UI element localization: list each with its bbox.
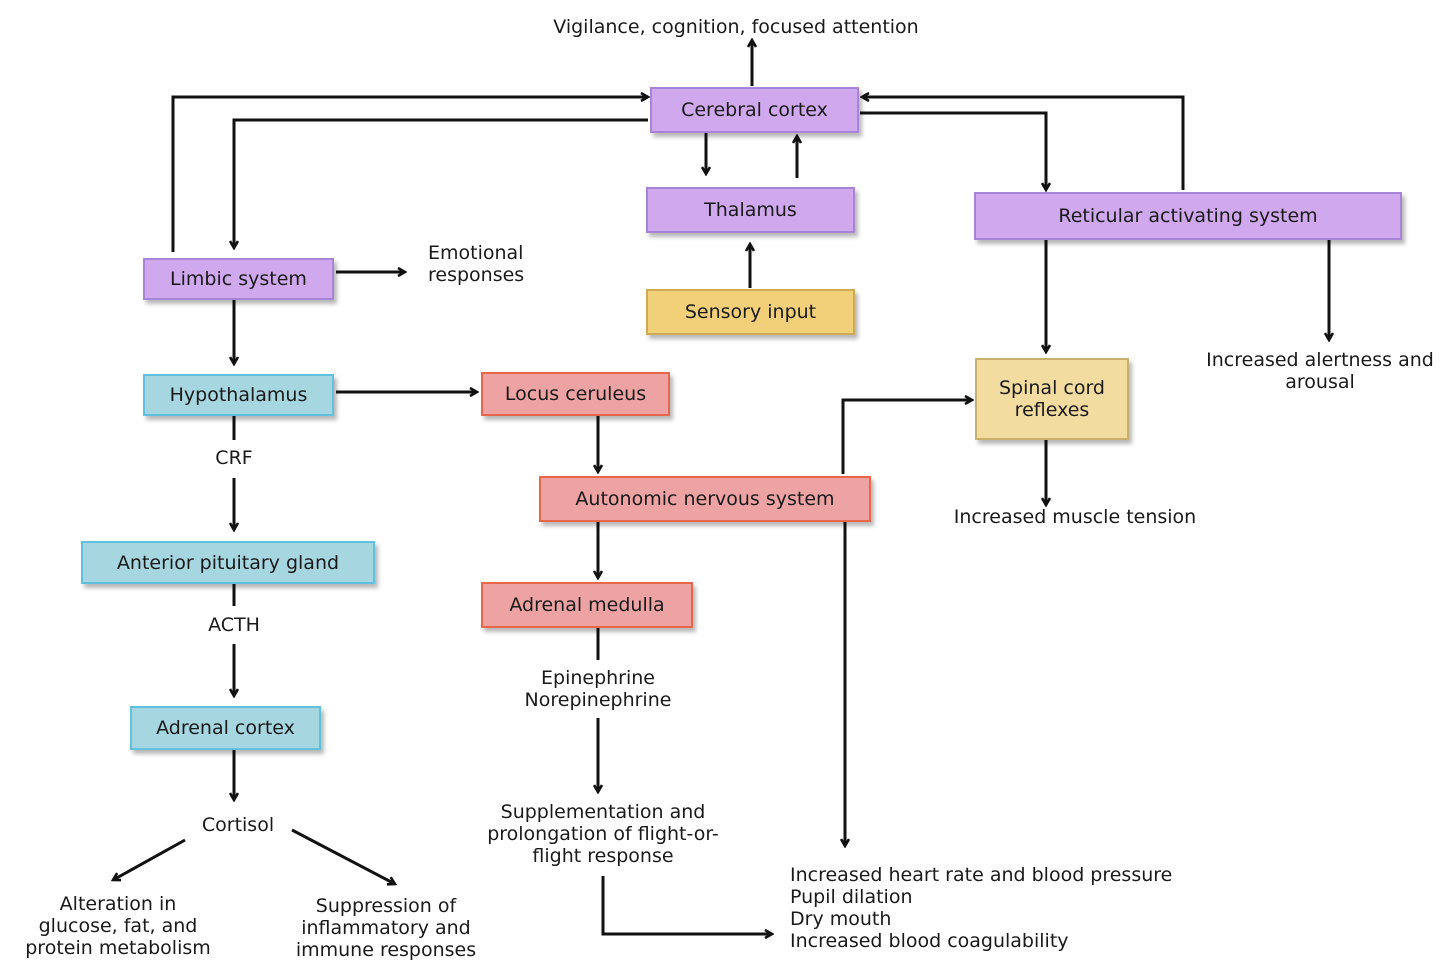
limbic-system-box: Limbic system <box>143 258 334 300</box>
spinal-cord-reflexes-box: Spinal cord reflexes <box>975 358 1129 440</box>
effects-line-4: Increased blood coagulability <box>790 930 1069 952</box>
muscle-tension-text: Increased muscle tension <box>953 506 1197 528</box>
autonomic-nervous-system-label: Autonomic nervous system <box>575 488 835 510</box>
hypothalamus-label: Hypothalamus <box>169 384 308 406</box>
adrenal-medulla-label: Adrenal medulla <box>509 594 665 616</box>
suppression-line-1: Suppression of <box>315 895 457 917</box>
spinal-cord-label-line-1: Spinal cord <box>998 377 1105 399</box>
arrow-cortisol-to-suppression <box>291 828 395 884</box>
locus-ceruleus-label: Locus ceruleus <box>504 383 647 405</box>
spinal-cord-label-line-2: reflexes <box>1014 399 1090 421</box>
anterior-pituitary-gland-label: Anterior pituitary gland <box>116 551 340 574</box>
supplementation-line-3: flight response <box>532 845 674 867</box>
arrow-cortex-to-limbic <box>234 118 648 248</box>
alteration-line-1: Alteration in <box>59 893 177 915</box>
alteration-line-3: protein metabolism <box>25 937 211 959</box>
thalamus-box: Thalamus <box>646 187 855 233</box>
alertness-line-1: Increased alertness and <box>1206 349 1434 371</box>
supplementation-line-2: prolongation of flight-or- <box>487 823 719 845</box>
arrow-cortex-to-ras <box>860 111 1046 190</box>
acth-text: ACTH <box>208 614 260 636</box>
reticular-activating-system-label: Reticular activating system <box>1058 205 1318 227</box>
cortisol-label: Cortisol <box>188 814 288 836</box>
adrenal-cortex-box: Adrenal cortex <box>130 706 321 750</box>
epinephrine-label: Epinephrine Norepinephrine <box>510 667 686 711</box>
effects-line-2: Pupil dilation <box>790 886 913 908</box>
emotional-responses-label: Emotional responses <box>428 242 524 286</box>
arrow-limbic-to-cortex <box>171 97 648 252</box>
sensory-input-box: Sensory input <box>646 289 855 335</box>
hypothalamus-box: Hypothalamus <box>143 374 334 416</box>
effects-line-3: Dry mouth <box>790 908 892 930</box>
sensory-input-label: Sensory input <box>684 301 817 323</box>
cerebral-cortex-label: Cerebral cortex <box>681 99 828 121</box>
epinephrine-line-2: Norepinephrine <box>524 689 672 711</box>
arrow-ans-to-spinal <box>841 400 972 474</box>
vigilance-label: Vigilance, cognition, focused attention <box>552 16 920 38</box>
locus-ceruleus-box: Locus ceruleus <box>481 372 670 416</box>
supplementation-label: Supplementation and prolongation of flig… <box>478 801 728 867</box>
crf-text: CRF <box>215 447 253 469</box>
supplementation-line-1: Supplementation and <box>500 801 706 823</box>
effects-line-1: Increased heart rate and blood pressure <box>790 864 1173 886</box>
suppression-line-3: immune responses <box>295 939 477 961</box>
arrow-ras-to-cortex <box>862 97 1185 190</box>
arrow-supplementation-to-effects <box>601 876 772 934</box>
emotional-line-2: responses <box>428 264 525 286</box>
adrenal-cortex-label: Adrenal cortex <box>156 717 295 739</box>
increased-muscle-tension-label: Increased muscle tension <box>950 506 1200 528</box>
vigilance-text: Vigilance, cognition, focused attention <box>553 16 919 38</box>
reticular-activating-system-box: Reticular activating system <box>974 192 1402 240</box>
crf-label: CRF <box>194 447 274 469</box>
thalamus-label: Thalamus <box>704 199 797 221</box>
emotional-line-1: Emotional <box>428 242 524 264</box>
arrow-cortisol-to-alteration <box>113 838 186 880</box>
limbic-system-label: Limbic system <box>170 268 307 290</box>
anterior-pituitary-gland-box: Anterior pituitary gland <box>81 541 375 584</box>
cortisol-text: Cortisol <box>201 814 275 836</box>
alteration-line-2: glucose, fat, and <box>38 915 198 937</box>
effects-label: Increased heart rate and blood pressure … <box>790 864 1172 952</box>
epinephrine-line-1: Epinephrine <box>541 667 655 689</box>
alteration-label: Alteration in glucose, fat, and protein … <box>18 893 218 959</box>
increased-alertness-label: Increased alertness and arousal <box>1202 349 1438 393</box>
adrenal-medulla-box: Adrenal medulla <box>481 582 693 628</box>
alertness-line-2: arousal <box>1285 371 1355 393</box>
suppression-label: Suppression of inflammatory and immune r… <box>286 895 486 961</box>
cerebral-cortex-box: Cerebral cortex <box>650 87 859 133</box>
autonomic-nervous-system-box: Autonomic nervous system <box>539 476 871 522</box>
suppression-line-2: inflammatory and <box>301 917 471 939</box>
acth-label: ACTH <box>194 614 274 636</box>
